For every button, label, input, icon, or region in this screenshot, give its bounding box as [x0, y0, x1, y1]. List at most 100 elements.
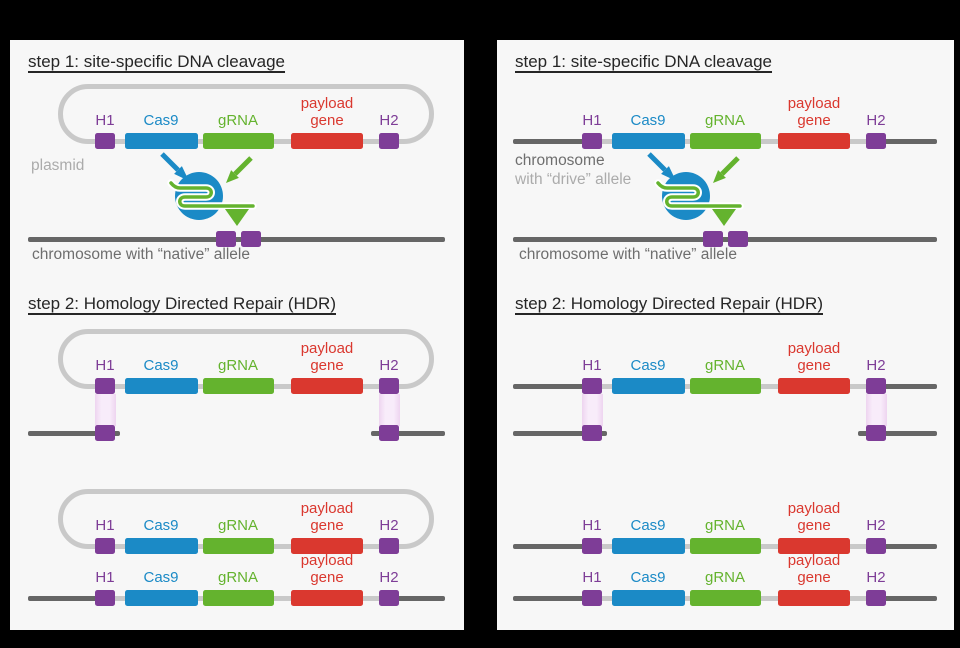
grna-label: gRNA — [704, 357, 746, 374]
h1-label: H1 — [582, 517, 602, 534]
native-chromosome-caption: chromosome with “native” allele — [519, 246, 737, 263]
step2-title: step 2: Homology Directed Repair (HDR) — [28, 294, 336, 313]
h1-box — [582, 538, 602, 554]
cas9-label: Cas9 — [630, 569, 666, 586]
cas9-box — [612, 133, 685, 149]
cas9-label: Cas9 — [143, 517, 179, 534]
cas9-box — [612, 378, 685, 394]
native-chromosome-caption: chromosome with “native” allele — [32, 246, 250, 263]
grna-box — [203, 378, 274, 394]
h2-allele-box — [379, 425, 399, 441]
cas9-box — [612, 538, 685, 554]
h2-box — [866, 590, 886, 606]
h2-box — [379, 538, 399, 554]
grna-label: gRNA — [217, 517, 259, 534]
h2-box — [379, 133, 399, 149]
cas9-label: Cas9 — [630, 112, 666, 129]
step2-title: step 2: Homology Directed Repair (HDR) — [515, 294, 823, 313]
h1-box — [95, 538, 115, 554]
grna-box — [690, 378, 761, 394]
gene-cassette: H1 Cas9 gRNA payload gene H2 — [497, 95, 954, 149]
cut-chromosome-left — [28, 431, 120, 436]
h1-box — [582, 378, 602, 394]
grna-label: gRNA — [217, 569, 259, 586]
payload-gene-box — [778, 378, 850, 394]
payload-gene-label: payload gene — [787, 500, 841, 535]
h2-box — [866, 538, 886, 554]
h1-allele-box — [582, 425, 602, 441]
plasmid-label: plasmid — [31, 157, 85, 174]
cas9-grna-complex-icon — [647, 152, 744, 226]
native-allele-box — [728, 231, 748, 247]
payload-gene-label: payload gene — [300, 95, 354, 130]
cas9-label: Cas9 — [143, 569, 179, 586]
grna-box — [690, 538, 761, 554]
h2-label: H2 — [866, 569, 886, 586]
h1-label: H1 — [95, 517, 115, 534]
payload-gene-label: payload gene — [787, 552, 841, 587]
h2-label: H2 — [379, 357, 399, 374]
h1-label: H1 — [582, 357, 602, 374]
h2-box — [866, 133, 886, 149]
grna-box — [203, 133, 274, 149]
payload-gene-label: payload gene — [300, 500, 354, 535]
payload-gene-box — [778, 590, 850, 606]
cas9-label: Cas9 — [630, 517, 666, 534]
native-allele-box — [241, 231, 261, 247]
grna-box — [203, 590, 274, 606]
grna-box — [690, 133, 761, 149]
homology-band-h1 — [582, 394, 603, 426]
native-chromosome-line — [28, 237, 445, 242]
h2-box — [866, 378, 886, 394]
cut-chromosome-right — [858, 431, 937, 436]
h2-allele-box — [866, 425, 886, 441]
payload-gene-label: payload gene — [300, 552, 354, 587]
gene-cassette: H1 Cas9 gRNA payload gene H2 — [497, 500, 954, 554]
drive-chromosome-label: chromosome — [515, 152, 605, 169]
h2-label: H2 — [379, 569, 399, 586]
cas9-box — [125, 590, 198, 606]
h2-label: H2 — [379, 517, 399, 534]
h2-box — [379, 590, 399, 606]
h2-label: H2 — [866, 517, 886, 534]
cut-chromosome-right — [371, 431, 445, 436]
grna-label: gRNA — [704, 112, 746, 129]
gene-cassette: H1 Cas9 gRNA payload gene H2 — [497, 340, 954, 394]
cas9-label: Cas9 — [143, 112, 179, 129]
step1-title: step 1: site-specific DNA cleavage — [28, 52, 286, 71]
h1-allele-box — [95, 425, 115, 441]
payload-gene-label: payload gene — [300, 340, 354, 375]
h1-box — [95, 133, 115, 149]
h1-box — [95, 590, 115, 606]
h1-label: H1 — [582, 569, 602, 586]
gene-cassette: H1 Cas9 gRNA payload gene H2 — [10, 552, 464, 606]
native-allele-box — [216, 231, 236, 247]
cas9-box — [612, 590, 685, 606]
native-allele-box — [703, 231, 723, 247]
cas9-box — [125, 378, 198, 394]
gene-cassette: H1 Cas9 gRNA payload gene H2 — [10, 95, 464, 149]
grna-label: gRNA — [217, 357, 259, 374]
grna-label: gRNA — [704, 569, 746, 586]
payload-gene-label: payload gene — [787, 95, 841, 130]
homology-band-h2 — [866, 394, 887, 426]
cas9-label: Cas9 — [143, 357, 179, 374]
cas9-box — [125, 133, 198, 149]
payload-gene-box — [778, 133, 850, 149]
payload-gene-label: payload gene — [787, 340, 841, 375]
payload-gene-box — [291, 590, 363, 606]
h2-label: H2 — [379, 112, 399, 129]
drive-allele-label: with “drive” allele — [515, 171, 632, 188]
h2-label: H2 — [866, 357, 886, 374]
grna-box — [690, 590, 761, 606]
grna-label: gRNA — [217, 112, 259, 129]
cut-chromosome-left — [513, 431, 607, 436]
gene-cassette: H1 Cas9 gRNA payload gene H2 — [497, 552, 954, 606]
h2-label: H2 — [866, 112, 886, 129]
h1-label: H1 — [95, 569, 115, 586]
h1-label: H1 — [582, 112, 602, 129]
gene-cassette: H1 Cas9 gRNA payload gene H2 — [10, 500, 464, 554]
cas9-label: Cas9 — [630, 357, 666, 374]
gene-cassette: H1 Cas9 gRNA payload gene H2 — [10, 340, 464, 394]
